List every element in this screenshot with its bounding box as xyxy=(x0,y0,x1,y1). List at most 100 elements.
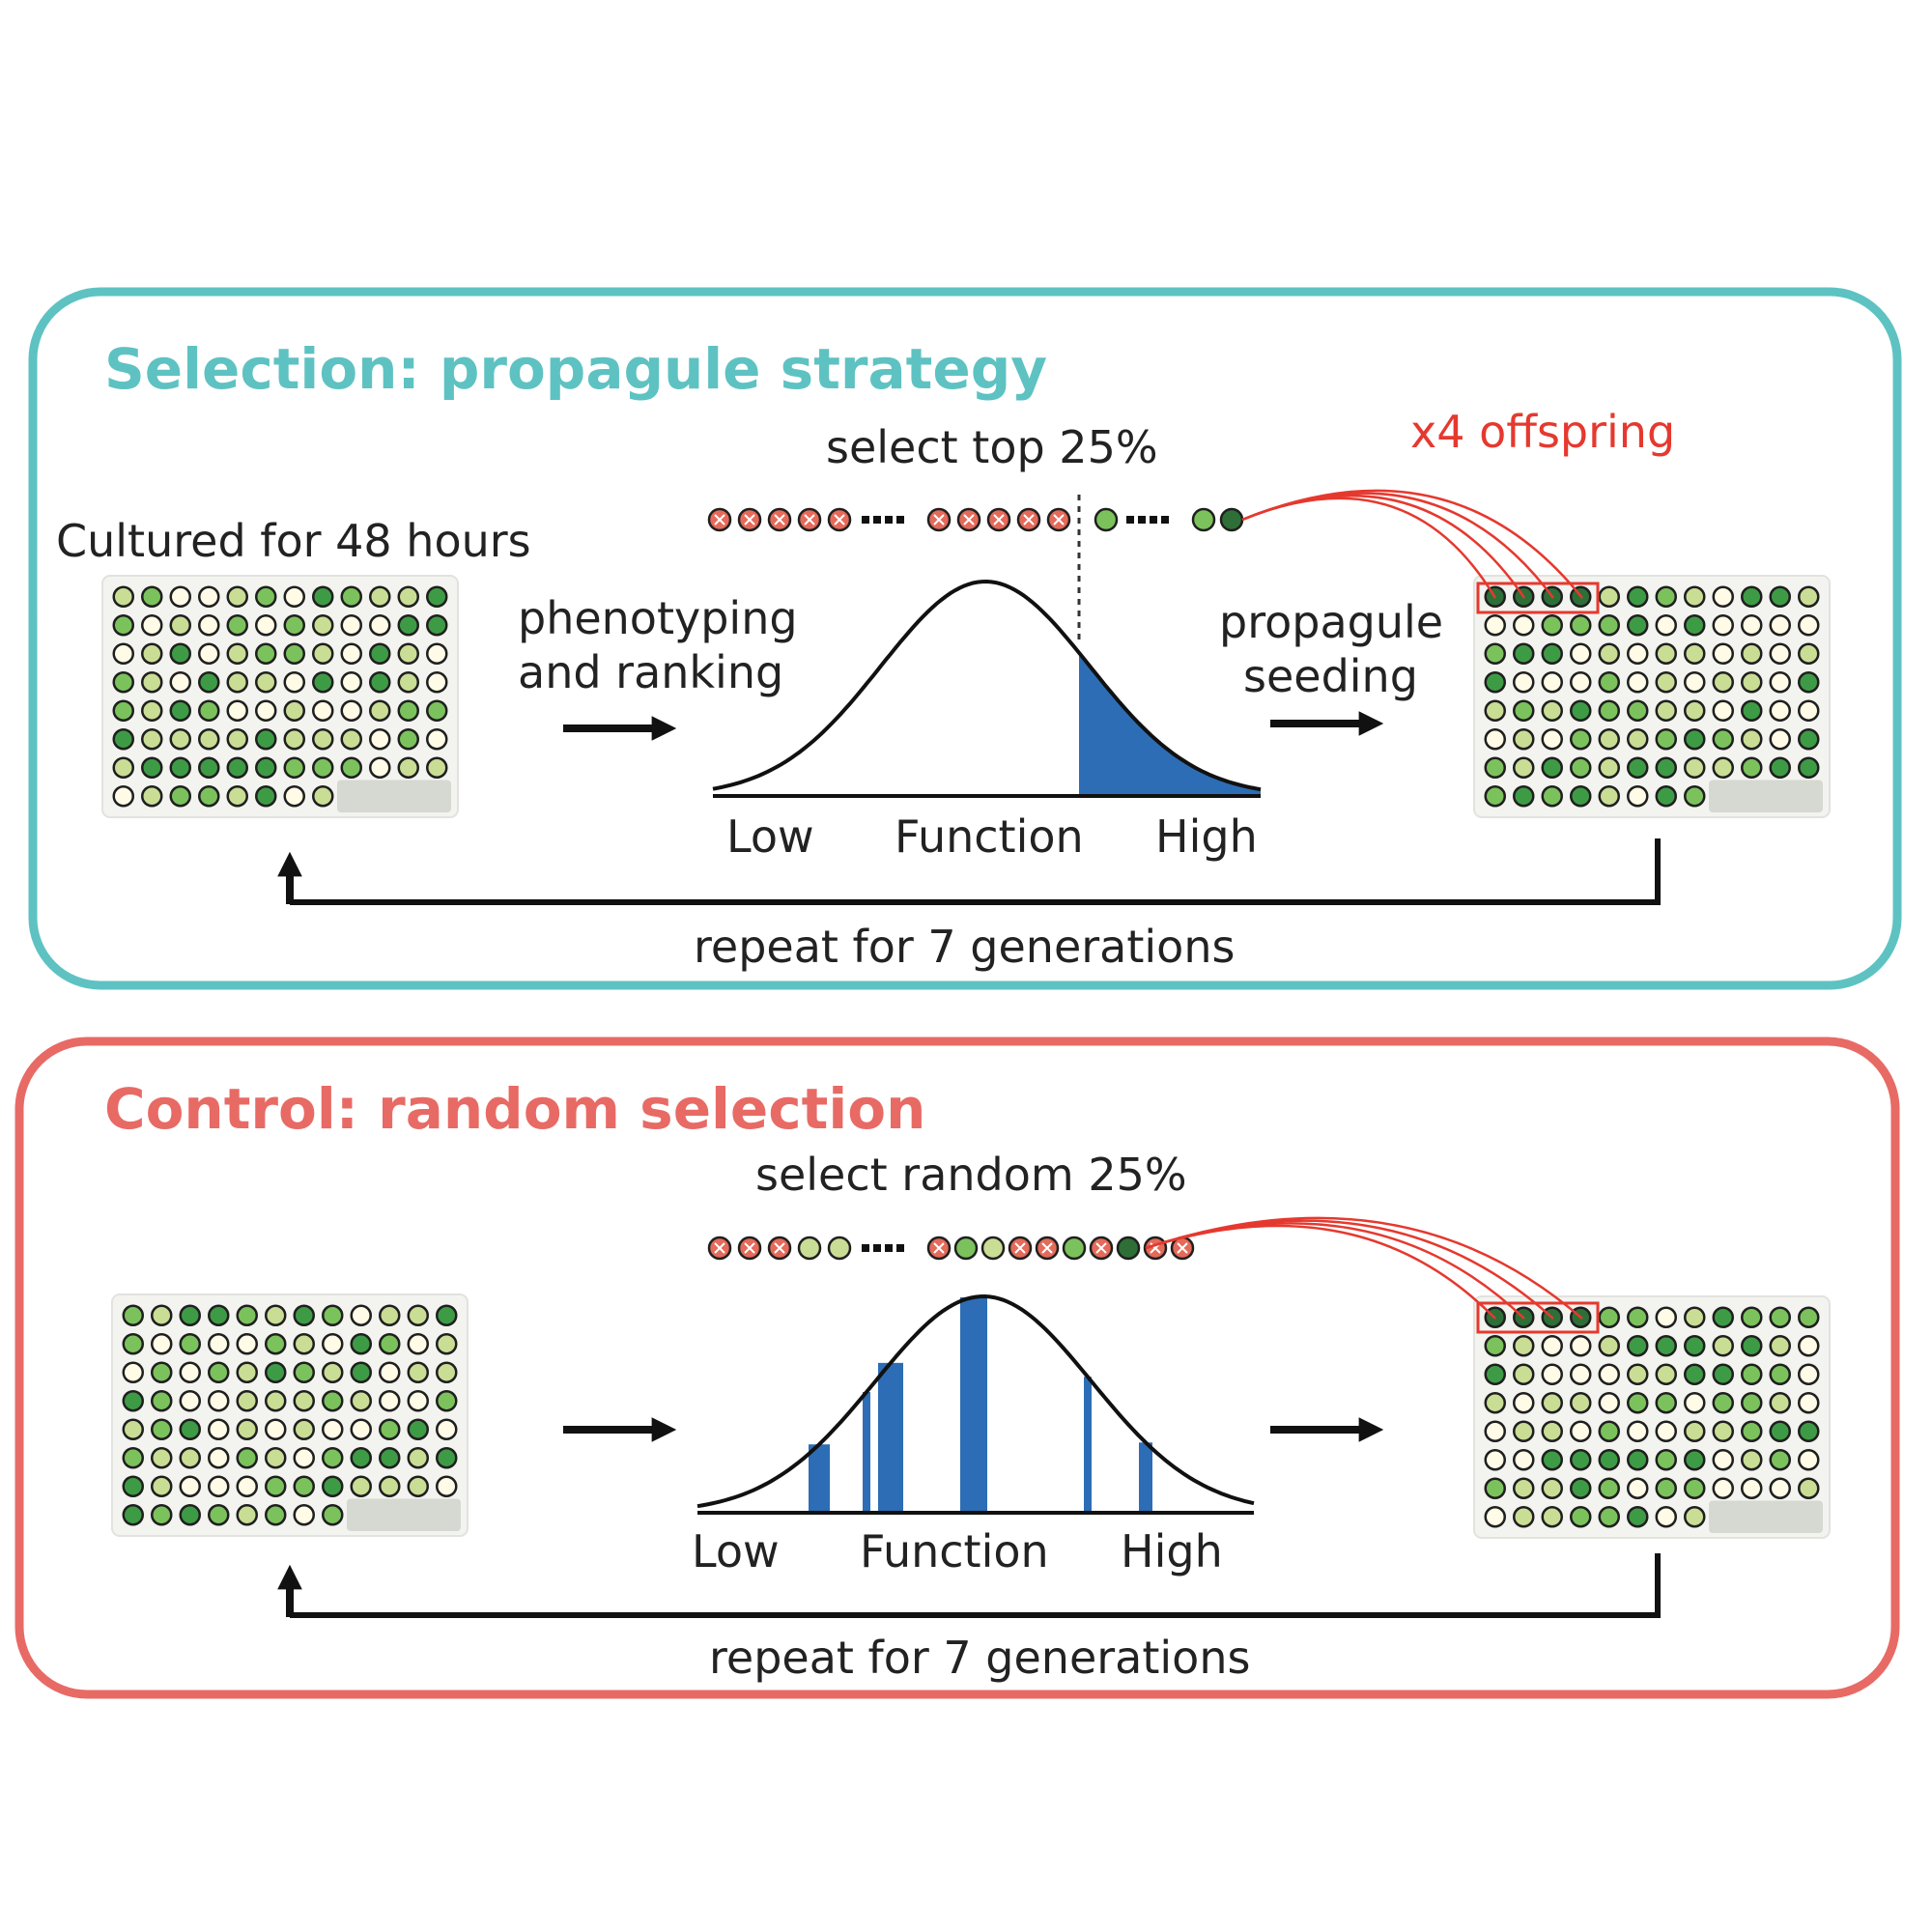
plate-well xyxy=(1769,1420,1791,1442)
plate-well xyxy=(1598,785,1620,808)
plate-well xyxy=(1570,756,1592,779)
plate-well xyxy=(283,614,305,637)
plate-well xyxy=(1627,671,1649,694)
plate-well xyxy=(112,699,134,722)
plate-well xyxy=(198,671,220,694)
plate-well xyxy=(179,1333,201,1355)
plate-well xyxy=(369,614,391,637)
plate-well xyxy=(1741,585,1763,608)
plate-body xyxy=(111,1293,469,1537)
plate-well xyxy=(1513,1335,1535,1357)
plate-well xyxy=(1513,728,1535,751)
plate-well xyxy=(208,1447,230,1469)
plate-well xyxy=(1769,1363,1791,1385)
plate-well xyxy=(236,1475,258,1497)
rejected-mark xyxy=(804,514,815,526)
plate-well xyxy=(169,585,191,608)
plate-well xyxy=(169,756,191,779)
plate-well xyxy=(397,671,419,694)
plate-well xyxy=(208,1475,230,1497)
plate-empty-region xyxy=(337,780,451,812)
plate-well xyxy=(1684,1392,1706,1414)
plate-well xyxy=(141,671,163,694)
well-plate-icon xyxy=(101,575,459,818)
plate-well xyxy=(293,1304,315,1326)
plate-well xyxy=(283,785,305,808)
plate-well xyxy=(407,1304,429,1326)
selected-stripe xyxy=(863,1392,870,1513)
well-plate-icon xyxy=(1473,575,1831,818)
plate-well xyxy=(322,1504,344,1526)
repeat-loop-line xyxy=(290,838,1661,905)
plate-well xyxy=(1541,728,1563,751)
offspring-link xyxy=(1145,1216,1583,1320)
plate-well xyxy=(436,1304,458,1326)
plate-well xyxy=(122,1390,144,1412)
plate-well xyxy=(1798,1335,1820,1357)
plate-well xyxy=(179,1447,201,1469)
plate-well xyxy=(1684,1477,1706,1499)
plate-well xyxy=(379,1361,401,1383)
plate-well xyxy=(369,671,391,694)
plate-well xyxy=(1741,1420,1763,1442)
plate-well xyxy=(350,1390,372,1412)
plate-well xyxy=(1769,728,1791,751)
plate-well xyxy=(397,756,419,779)
plate-well xyxy=(379,1475,401,1497)
plate-well xyxy=(236,1390,258,1412)
plate-well xyxy=(112,585,134,608)
plate-well xyxy=(208,1333,230,1355)
plate-well xyxy=(1627,1506,1649,1528)
plate-well xyxy=(179,1390,201,1412)
plate-well xyxy=(1655,585,1677,608)
rejected-mark xyxy=(993,514,1005,526)
plate-well xyxy=(265,1361,287,1383)
plate-well xyxy=(255,756,277,779)
plate-well xyxy=(1598,756,1620,779)
plate-well xyxy=(1541,671,1563,694)
control-title: Control: random selection xyxy=(104,1076,925,1142)
plate-well xyxy=(1541,1506,1563,1528)
plate-well xyxy=(1655,1306,1677,1328)
ranked-sample xyxy=(797,1236,822,1261)
plate-empty-region xyxy=(347,1498,461,1531)
plate-well xyxy=(283,756,305,779)
plate-well xyxy=(236,1504,258,1526)
plate-well xyxy=(1769,699,1791,722)
plate-well xyxy=(369,756,391,779)
plate-well xyxy=(1655,699,1677,722)
rejected-mark xyxy=(714,514,725,526)
plate-well xyxy=(283,671,305,694)
plate-well xyxy=(293,1390,315,1412)
bell-curve-icon xyxy=(696,1293,1255,1515)
plate-well xyxy=(1513,671,1535,694)
plate-well xyxy=(426,671,448,694)
plate-well xyxy=(1712,642,1734,665)
ellipsis-dot xyxy=(873,516,881,524)
plate-well xyxy=(312,614,334,637)
selection-title: Selection: propagule strategy xyxy=(104,336,1047,402)
plate-well xyxy=(226,728,248,751)
select-random-label: select random 25% xyxy=(755,1149,1187,1201)
ellipsis-dot xyxy=(862,1244,869,1252)
plate-well xyxy=(1627,785,1649,808)
plate-well xyxy=(208,1361,230,1383)
plate-well xyxy=(236,1447,258,1469)
plate-well xyxy=(1798,1420,1820,1442)
plate-well xyxy=(179,1418,201,1440)
plate-well xyxy=(436,1447,458,1469)
plate-well xyxy=(1769,1392,1791,1414)
plate-well xyxy=(1627,756,1649,779)
plate-well xyxy=(1484,614,1506,637)
offspring-highlight-box xyxy=(1476,1301,1600,1334)
rejected-mark xyxy=(1053,514,1065,526)
plate-well xyxy=(1484,671,1506,694)
plate-well xyxy=(122,1418,144,1440)
plate-well xyxy=(1655,1449,1677,1471)
ellipsis-dot xyxy=(885,516,893,524)
plate-well xyxy=(1598,699,1620,722)
plate-well xyxy=(379,1447,401,1469)
plate-well xyxy=(1655,728,1677,751)
plate-well xyxy=(1741,1363,1763,1385)
plate-well xyxy=(198,756,220,779)
